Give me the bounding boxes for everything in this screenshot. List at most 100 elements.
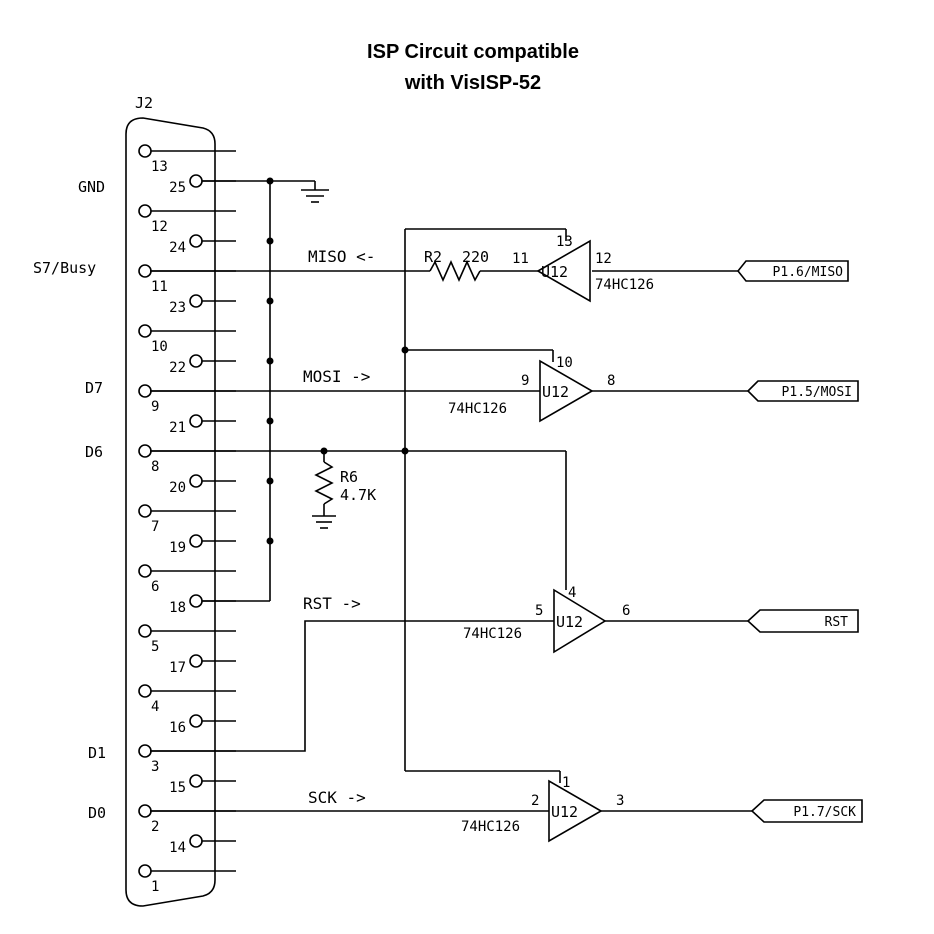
pin-circle-icon — [138, 564, 152, 578]
title-line-1: ISP Circuit compatible — [367, 41, 579, 63]
connector-pin: 6 — [138, 564, 236, 595]
port-sck: P1.7/SCK — [750, 799, 863, 823]
pin-circle-icon — [138, 324, 152, 338]
pin-number: 18 — [169, 600, 186, 616]
miso-net — [150, 260, 738, 282]
buffer-out-pin: 12 — [595, 251, 612, 267]
pin-number: 10 — [151, 339, 168, 355]
buffer-sck: U12 2 1 3 74HC126 — [461, 775, 624, 843]
buffer-triangle-icon — [536, 239, 591, 303]
connector-pin: 10 — [138, 324, 236, 355]
buffer-triangle-icon — [548, 779, 603, 843]
pin-number: 2 — [151, 819, 159, 835]
r6-ref: R6 — [340, 468, 358, 486]
pin-number: 13 — [151, 159, 168, 175]
junction-dot — [266, 537, 274, 545]
junction-dot — [266, 477, 274, 485]
pin-number: 5 — [151, 639, 159, 655]
pin-circle-icon — [138, 504, 152, 518]
r2-value: 220 — [462, 248, 489, 266]
buffer-ref: U12 — [551, 803, 578, 821]
port-miso: P1.6/MISO — [736, 260, 849, 282]
connector-ref: J2 — [135, 94, 153, 112]
pin-circle-icon — [138, 804, 152, 818]
port-rst: RST — [746, 609, 859, 633]
connector-outline — [125, 117, 216, 907]
buffer-part: 74HC126 — [463, 626, 522, 642]
pin-number: 9 — [151, 399, 159, 415]
d0-label: D0 — [88, 804, 106, 822]
ground-junctions — [266, 177, 274, 545]
connector-pin: 17 — [169, 654, 236, 676]
connector-pin: 13 — [138, 144, 236, 175]
buffer-triangle-icon — [539, 359, 594, 423]
junction-dot — [266, 297, 274, 305]
pin-circle-icon — [138, 384, 152, 398]
buffer-in-pin: 11 — [512, 251, 529, 267]
sck-net-label: SCK -> — [308, 788, 366, 807]
buffer-in-pin: 9 — [521, 373, 529, 389]
buffer-ref: U12 — [542, 383, 569, 401]
pin-circle-icon — [189, 834, 203, 848]
pin-circle-icon — [189, 654, 203, 668]
connector-pin: 11 — [138, 264, 236, 295]
buffer-out-pin: 6 — [622, 603, 630, 619]
gnd-label: GND — [78, 178, 105, 196]
pin-number: 14 — [169, 840, 186, 856]
connector-pin: 21 — [169, 414, 236, 436]
port-rst-label: RST — [825, 615, 849, 630]
buffer-rst: U12 5 4 6 74HC126 — [463, 585, 630, 654]
buffer-ref: U12 — [541, 263, 568, 281]
connector-pin: 7 — [138, 504, 236, 535]
buffer-in-pin: 2 — [531, 793, 539, 809]
connector-pin: 24 — [169, 234, 236, 256]
connector-pin: 18 — [169, 594, 236, 616]
d6-enable-net — [150, 228, 567, 783]
pin-circle-icon — [138, 444, 152, 458]
connector-pin: 20 — [169, 474, 236, 496]
buffer-part: 74HC126 — [595, 277, 654, 293]
pin-number: 6 — [151, 579, 159, 595]
pin-number: 3 — [151, 759, 159, 775]
rst-net-label: RST -> — [303, 594, 361, 613]
connector-pin: 4 — [138, 684, 236, 715]
pin-number: 4 — [151, 699, 159, 715]
pin-number: 22 — [169, 360, 186, 376]
connector-pin: 12 — [138, 204, 236, 235]
pin-number: 8 — [151, 459, 159, 475]
buffer-oe-pin: 13 — [556, 234, 573, 250]
pin-circle-icon — [138, 744, 152, 758]
buffer-in-pin: 5 — [535, 603, 543, 619]
connector-pin: 2 — [138, 804, 236, 835]
connector-pin: 3 — [138, 744, 236, 775]
pin-circle-icon — [189, 474, 203, 488]
buffer-part: 74HC126 — [461, 819, 520, 835]
ground-symbol-icon — [301, 189, 329, 203]
pin-number: 12 — [151, 219, 168, 235]
connector-pin: 22 — [169, 354, 236, 376]
connector-pin: 8 — [138, 444, 236, 475]
connector-pin: 23 — [169, 294, 236, 316]
pin-number: 1 — [151, 879, 159, 895]
pin-circle-icon — [138, 144, 152, 158]
port-sck-label: P1.7/SCK — [793, 805, 856, 820]
pin-circle-icon — [138, 624, 152, 638]
pin-number: 7 — [151, 519, 159, 535]
pin-circle-icon — [189, 714, 203, 728]
pin-circle-icon — [189, 174, 203, 188]
r6-resistor — [314, 451, 334, 516]
pin-number: 20 — [169, 480, 186, 496]
buffer-miso: U12 11 13 12 74HC126 — [512, 234, 654, 303]
connector-pin: 19 — [169, 534, 236, 556]
pin-circle-icon — [189, 414, 203, 428]
busy-label: S7/Busy — [33, 259, 96, 277]
pin-number: 21 — [169, 420, 186, 436]
r2-ref: R2 — [424, 248, 442, 266]
d1-label: D1 — [88, 744, 106, 762]
connector-pin: 25 — [169, 174, 236, 196]
port-mosi: P1.5/MOSI — [746, 380, 859, 402]
pin-circle-icon — [138, 684, 152, 698]
